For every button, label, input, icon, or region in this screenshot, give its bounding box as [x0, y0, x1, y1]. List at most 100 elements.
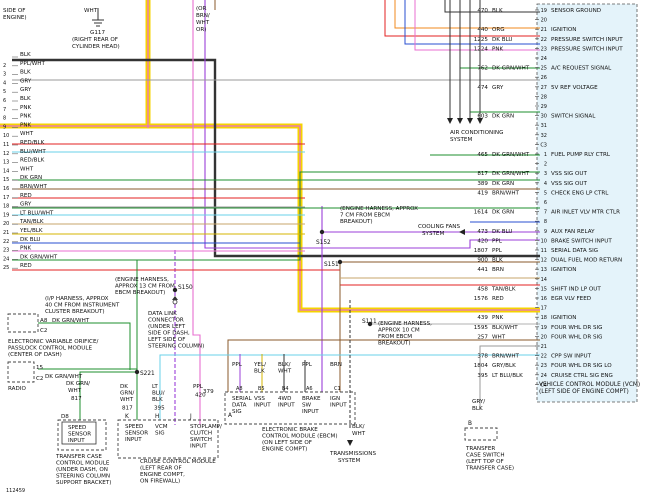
vcm-pin-number: 16: [541, 296, 547, 302]
ebcm-wire-color: WHT: [278, 369, 292, 375]
cruise-wire-color: BLK: [152, 397, 163, 403]
note-ip-line-0: (I/P HARNESS, APPROX: [45, 296, 109, 302]
cruise-module-title: CRUISE CONTROL MODULE(LEFT REAR OFENGINE…: [140, 459, 216, 485]
ebcm-pin-name: BRAKE: [302, 396, 321, 402]
vcm-pin-function: SWITCH SIGNAL: [551, 114, 596, 120]
vcm-pin-number: 6: [544, 200, 547, 206]
wht-label-2: WHT: [196, 20, 210, 26]
trans-label-l1: TRANSMISSIONS: [329, 451, 376, 457]
vcm-pin-number: 12: [541, 258, 547, 264]
left-wire-pin: 6: [3, 98, 6, 104]
ebcm-wire-color: BLK: [254, 369, 265, 375]
left-wire-color: RED: [20, 193, 32, 199]
vcm-circuit: 439: [477, 315, 488, 321]
cruise-wire-color: GRN/: [120, 391, 134, 397]
left-wire-pin: 11: [3, 142, 9, 148]
tcsw-wire-l1: GRY/: [472, 399, 485, 405]
vcm-circuit: 378: [477, 354, 488, 360]
vcm-wire-color: DK BLU: [492, 229, 513, 235]
vcm-pin-function: IGNITION: [551, 315, 576, 321]
left-wire-color: WHT: [20, 166, 34, 172]
left-wire-pin: 25: [3, 265, 9, 271]
cruise-module-box: [117, 419, 219, 459]
vcm-pin-function: FUEL PUMP RLY CTRL: [551, 152, 611, 158]
tc-module-line-2: (UNDER DASH, ON: [56, 467, 108, 473]
vcm-circuit: 1224: [474, 46, 489, 52]
trans-wire-l2: WHT: [352, 431, 366, 437]
ebcm-pin-name: SIG: [232, 409, 242, 415]
ac-system-line2: SYSTEM: [450, 137, 472, 143]
g117-loc1: (RIGHT REAR OF: [72, 37, 118, 43]
vcm-wire-color: WHT: [492, 334, 506, 340]
tcsw-box: [464, 427, 498, 441]
figure-number: 112459: [6, 488, 25, 494]
ebcm-wire-color: YEL/: [253, 362, 266, 368]
left-wire-color: GRY: [20, 87, 32, 93]
left-wire-color: WHT: [20, 131, 34, 137]
wire-blk-470: [444, 0, 540, 13]
left-wire-color: GRY: [20, 202, 32, 208]
ebcm-pin-name: SERIAL: [232, 396, 252, 402]
wire-orange: [394, 0, 540, 29]
vcm-pin-function: CHECK ENG LP CTRL: [551, 190, 609, 196]
note-13cm-line-1: APPROX 13 CM FROM: [115, 284, 175, 290]
vcm-circuit: 474: [477, 85, 488, 91]
wire-black-dual-fuel: [12, 58, 540, 258]
ebcm-title-line-0: ELECTRONIC BRAKE: [262, 427, 318, 433]
tc-title-line-1: SENSOR: [68, 432, 91, 438]
cruise-pin-letter: K: [125, 414, 129, 420]
left-wire-color: BLK: [20, 96, 31, 102]
tcsw-pin: B: [468, 421, 472, 427]
vcm-wire-color: ORG: [492, 27, 505, 33]
wire-dkgrn-evo: [38, 322, 131, 370]
vcm-pin-number: 27: [541, 85, 547, 91]
left-wire-color: TAN/BLK: [19, 219, 44, 225]
vcm-wire-color: BRN: [492, 267, 504, 273]
vcm-pin-number: 21: [541, 344, 547, 350]
vcm-pin-function: DUAL FUEL MOD RETURN: [551, 258, 622, 264]
vcm-pin-number: 20: [541, 334, 547, 340]
vcm-pin-function: IGNITION: [551, 267, 576, 273]
vcm-wire-color: TAN/BLK: [491, 286, 516, 292]
evo-title-line-0: ELECTRONIC VARIABLE ORIFICE/: [8, 339, 98, 345]
radio-wire: DK GRN/WHT: [45, 374, 83, 380]
vcm-circuit: 1576: [474, 296, 489, 302]
note-10cm-line-0: (ENGINE HARNESS,: [378, 321, 432, 327]
vcm-circuit: 762: [477, 66, 488, 72]
left-wire-pin: 15: [3, 177, 9, 183]
vcm-circuit: 458: [477, 286, 488, 292]
left-wire-color: GRY: [20, 78, 32, 84]
vcm-pin-number: C3: [540, 142, 547, 148]
ebcm-wire-color: PPL: [302, 362, 313, 368]
vcm-pin-number: 23: [541, 46, 547, 52]
vcm-circuit: 603: [477, 114, 488, 120]
vcm-wire-color: PNK: [492, 46, 504, 52]
cruise-extra-circuit: 379: [203, 389, 214, 395]
cruise-wire-color: WHT: [120, 397, 134, 403]
vcm-circuit: 1807: [474, 248, 489, 254]
vcm-pin-number: 30: [541, 114, 547, 120]
cruise-wire-circuit: 817: [122, 406, 133, 412]
g117-wht: WHT: [84, 8, 98, 14]
ebcm-pin-id: A6: [306, 386, 313, 392]
vcm-wire-color: GRY: [492, 85, 504, 91]
tcsw-label-line-0: TRANSFER: [465, 446, 495, 452]
tcsw-label-line-3: TRANSFER CASE): [465, 466, 514, 472]
ebcm-pin-name: INPUT: [254, 403, 271, 409]
note-7cm-line-1: 7 CM FROM EBCM: [340, 213, 390, 219]
vcm-circuit: 440: [477, 27, 488, 33]
vcm-pin-number: 2: [544, 162, 547, 168]
ebcm-pin-name: IGN: [330, 396, 340, 402]
vcm-circuit: 465: [477, 152, 488, 158]
tc-pin: D8: [61, 414, 69, 420]
ebcm-title-line-2: (ON LEFT SIDE OF: [262, 440, 312, 446]
left-wire-pin: 8: [3, 116, 6, 122]
tc-wire-l2: WHT: [68, 388, 82, 394]
side-of-label: SIDE OF: [3, 8, 25, 14]
wire-dkblu-1225: [404, 0, 540, 45]
note-ip-line-1: 40 CM FROM INSTRUMENT: [45, 303, 120, 309]
note-dlc-line-5: STEERING COLUMN): [148, 344, 204, 350]
cooling-fans-arrow-icon: [459, 229, 465, 235]
wire-dkgrn-817: [12, 171, 540, 261]
